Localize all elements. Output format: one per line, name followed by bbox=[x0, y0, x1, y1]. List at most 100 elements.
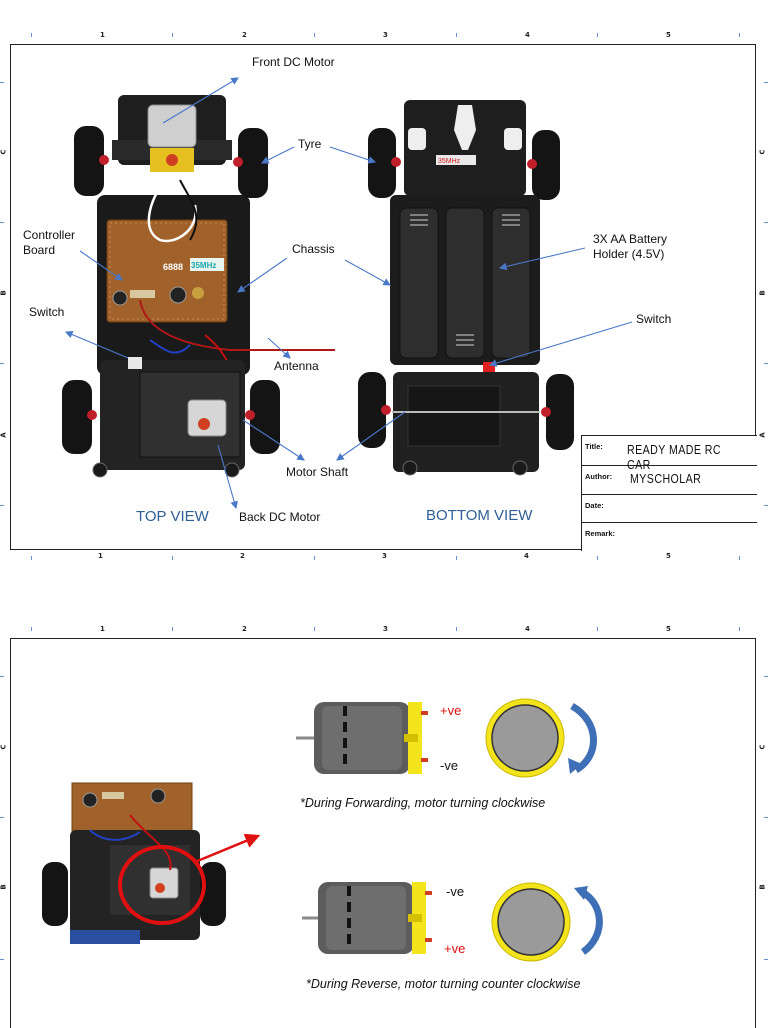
battery-slot bbox=[491, 207, 531, 359]
reverse-plus-label: +ve bbox=[444, 941, 466, 956]
label-back-dc-motor: Back DC Motor bbox=[239, 510, 321, 524]
detail-resistor bbox=[102, 792, 124, 799]
label-chassis: Chassis bbox=[292, 242, 335, 256]
rotation-arrow-clockwise bbox=[570, 702, 597, 774]
arrow-switch-top bbox=[64, 331, 129, 359]
ruler-number: 5 bbox=[666, 552, 671, 560]
rear-detail-car bbox=[42, 782, 261, 944]
arrow-switch-bottom bbox=[488, 321, 633, 367]
leader-arrows bbox=[64, 77, 633, 510]
spring-contact bbox=[456, 334, 474, 346]
ruler-tick bbox=[739, 33, 740, 37]
detail-red-wire bbox=[129, 814, 172, 871]
detail-tyre-left bbox=[42, 862, 68, 926]
highlight-circle bbox=[118, 845, 206, 925]
detail-controller-board bbox=[71, 782, 193, 834]
ruler-tick bbox=[314, 556, 315, 560]
trimmer bbox=[192, 287, 204, 299]
motor-body-inner bbox=[322, 706, 402, 770]
chassis-freq-text: 35MHz bbox=[438, 158, 461, 165]
ruler-number: 5 bbox=[666, 625, 671, 633]
chassis-freq-sticker bbox=[436, 155, 476, 165]
ruler-tick bbox=[764, 222, 768, 223]
switch-top bbox=[128, 357, 142, 369]
terminal-minus bbox=[421, 758, 428, 762]
ruler-number: 3 bbox=[383, 31, 388, 39]
tyre-rear-right bbox=[250, 380, 280, 454]
ruler-tick bbox=[314, 33, 315, 37]
tyre-bottom-rear-left bbox=[358, 372, 386, 448]
board-freq-sticker bbox=[190, 258, 224, 271]
arrow-back-motor bbox=[217, 444, 238, 510]
title-block: Title: READY MADE RC CAR Author: MYSCHOL… bbox=[581, 435, 757, 551]
hub bbox=[87, 410, 97, 420]
title-value: READY MADE RC CAR bbox=[627, 442, 721, 472]
ruler-number: 1 bbox=[100, 31, 105, 39]
terminal-plus bbox=[421, 711, 428, 715]
front-motor-terminal bbox=[166, 154, 178, 166]
motor-end-face bbox=[497, 888, 565, 956]
white-wire bbox=[147, 179, 197, 243]
capacitor bbox=[112, 290, 128, 306]
tyre-rear-left bbox=[62, 380, 92, 454]
ruler-tick bbox=[0, 363, 4, 364]
black-wire bbox=[179, 179, 198, 241]
tyre-bottom-rear-right bbox=[546, 374, 574, 450]
spring-contact bbox=[410, 214, 428, 226]
ruler-tick bbox=[764, 676, 768, 677]
ruler-tick bbox=[172, 627, 173, 631]
remark-row: Remark: bbox=[582, 523, 757, 551]
detail-capacitor bbox=[150, 788, 166, 804]
resistor bbox=[130, 290, 155, 298]
arrow-battery-holder bbox=[498, 247, 586, 271]
ruler-tick bbox=[0, 222, 4, 223]
ruler-number: 5 bbox=[666, 31, 671, 39]
author-value: MYSCHOLAR bbox=[630, 471, 702, 486]
tyre-front-left bbox=[74, 126, 104, 196]
motor-boss bbox=[404, 734, 418, 742]
capacitor bbox=[169, 286, 187, 304]
motor-cover bbox=[407, 385, 501, 447]
hub bbox=[99, 155, 109, 165]
forward-plus-label: +ve bbox=[440, 703, 462, 718]
back-dc-motor bbox=[187, 399, 227, 437]
motor-forward-diagram bbox=[296, 698, 597, 778]
ruler-number: 3 bbox=[382, 552, 387, 560]
forward-note: *During Forwarding, motor turning clockw… bbox=[300, 796, 546, 810]
ruler-tick bbox=[0, 676, 4, 677]
label-tyre: Tyre bbox=[298, 137, 322, 151]
label-switch-bottom: Switch bbox=[636, 312, 672, 326]
ruler-tick bbox=[314, 627, 315, 631]
motor-body-inner bbox=[326, 886, 406, 950]
ruler-tick bbox=[172, 33, 173, 37]
ruler-number: 2 bbox=[242, 31, 247, 39]
board-freq-text: 35MHz bbox=[191, 261, 216, 270]
ruler-tick bbox=[456, 33, 457, 37]
ruler-tick bbox=[764, 505, 768, 506]
top-view-car: 35MHz 6888 bbox=[62, 95, 335, 478]
tyre-front-right bbox=[238, 128, 268, 198]
mount-hole bbox=[402, 460, 418, 476]
ruler-tick bbox=[0, 817, 4, 818]
arrow-tyre-left bbox=[261, 146, 295, 164]
label-motor-shaft: Motor Shaft bbox=[286, 465, 349, 479]
arrow-antenna bbox=[267, 337, 291, 359]
arrow-motor-shaft-right bbox=[336, 411, 406, 461]
bottom-view-car: 35MHz bbox=[358, 100, 574, 476]
ruler-tick bbox=[764, 82, 768, 83]
ruler-tick bbox=[739, 627, 740, 631]
detail-back-motor bbox=[149, 867, 179, 899]
ruler-number: 2 bbox=[242, 625, 247, 633]
rotation-arrow-head bbox=[574, 886, 588, 900]
hub bbox=[381, 405, 391, 415]
motor-reverse-diagram bbox=[302, 882, 603, 962]
back-motor-terminal bbox=[198, 418, 210, 430]
ruler-tick bbox=[597, 627, 598, 631]
hub bbox=[527, 159, 537, 169]
mount-hole bbox=[512, 460, 528, 476]
ruler-tick bbox=[739, 556, 740, 560]
ruler-number: 1 bbox=[98, 552, 103, 560]
mount-hole bbox=[92, 462, 108, 478]
detail-capacitor bbox=[82, 792, 98, 808]
